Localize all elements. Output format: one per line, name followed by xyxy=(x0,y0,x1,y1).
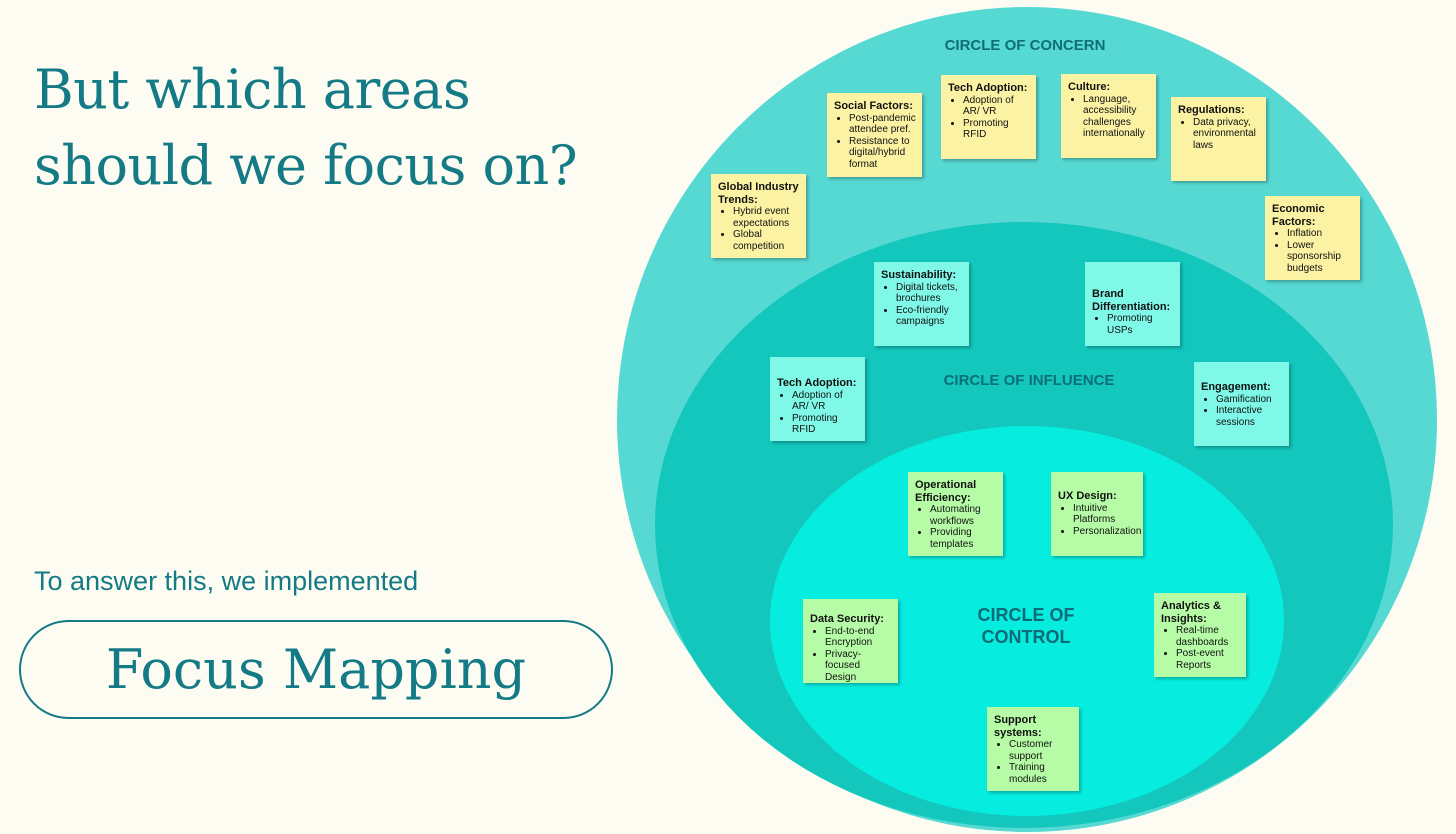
note-title: Engagement: xyxy=(1201,381,1271,393)
note-data-security: Data Security: End-to-end Encryption Pri… xyxy=(803,599,898,683)
note-title: Data Security: xyxy=(810,613,884,625)
focus-mapping-pill: Focus Mapping xyxy=(19,620,613,719)
note-title: Operational Efficiency: xyxy=(915,479,977,504)
note-list: Intuitive Platforms Personalization xyxy=(1058,503,1141,538)
note-item: Customer support xyxy=(1009,739,1073,762)
note-tech-adoption-concern: Tech Adoption: Adoption of AR/ VR Promot… xyxy=(941,75,1036,159)
note-item: Inflation xyxy=(1287,228,1354,240)
note-list: Gamification Interactive sessions xyxy=(1201,394,1283,429)
note-item: Training modules xyxy=(1009,762,1073,785)
note-title: Analytics & Insights: xyxy=(1161,600,1221,625)
note-item: Adoption of AR/ VR xyxy=(792,390,859,413)
note-tech-adoption-influence: Tech Adoption: Adoption of AR/ VR Promot… xyxy=(770,357,865,441)
note-item: Real-time dashboards xyxy=(1176,625,1240,648)
note-engagement: Engagement: Gamification Interactive ses… xyxy=(1194,362,1289,446)
note-list: Adoption of AR/ VR Promoting RFID xyxy=(948,95,1030,141)
note-economic-factors: Economic Factors: Inflation Lower sponso… xyxy=(1265,196,1360,280)
note-sustainability: Sustainability: Digital tickets, brochur… xyxy=(874,262,969,346)
note-regulations: Regulations: Data privacy, environmental… xyxy=(1171,97,1266,181)
note-list: Digital tickets, brochures Eco-friendly … xyxy=(881,282,963,328)
note-item: Eco-friendly campaigns xyxy=(896,305,963,328)
circle-of-concern-label: CIRCLE OF CONCERN xyxy=(944,37,1106,54)
note-item: End-to-end Encryption xyxy=(825,626,892,649)
note-list: Post-pandemic attendee pref. Resistance … xyxy=(834,113,916,171)
note-item: Promoting RFID xyxy=(792,413,859,436)
focus-mapping-label: Focus Mapping xyxy=(105,638,527,701)
note-title: Culture: xyxy=(1068,81,1111,93)
note-operational-efficiency: Operational Efficiency: Automating workf… xyxy=(908,472,1003,556)
page-headline: But which areas should we focus on? xyxy=(34,52,578,204)
note-item: Interactive sessions xyxy=(1216,405,1283,428)
note-support-systems: Support systems: Customer support Traini… xyxy=(987,707,1079,791)
circle-of-influence-label: CIRCLE OF INFLUENCE xyxy=(943,372,1115,389)
circle-of-control-label-line-1: CIRCLE OF xyxy=(977,605,1075,625)
note-ux-design: UX Design: Intuitive Platforms Personali… xyxy=(1051,472,1143,556)
note-item: Automating workflows xyxy=(930,504,997,527)
note-title: UX Design: xyxy=(1058,490,1117,502)
note-analytics-insights: Analytics & Insights: Real-time dashboar… xyxy=(1154,593,1246,677)
note-item: Gamification xyxy=(1216,394,1283,406)
note-title: Support systems: xyxy=(994,714,1042,739)
headline-line-1: But which areas xyxy=(34,58,471,121)
note-list: Inflation Lower sponsorship budgets xyxy=(1272,228,1354,274)
note-global-industry-trends: Global Industry Trends: Hybrid event exp… xyxy=(711,174,806,258)
note-list: Language, accessibility challenges inter… xyxy=(1068,94,1150,140)
note-title: Economic Factors: xyxy=(1272,203,1325,228)
note-item: Lower sponsorship budgets xyxy=(1287,240,1354,275)
note-title: Tech Adoption: xyxy=(777,377,857,389)
note-item: Post-event Reports xyxy=(1176,648,1240,671)
note-item: Language, accessibility challenges inter… xyxy=(1083,94,1150,140)
note-item: Providing templates xyxy=(930,527,997,550)
note-title: Social Factors: xyxy=(834,100,913,112)
note-item: Global competition xyxy=(733,229,800,252)
circle-of-control-label: CIRCLE OF CONTROL xyxy=(926,604,1126,648)
note-list: Automating workflows Providing templates xyxy=(915,504,997,550)
note-item: Digital tickets, brochures xyxy=(896,282,963,305)
note-item: Privacy-focused Design xyxy=(825,649,892,684)
note-brand-differentiation: Brand Differentiation: Promoting USPs xyxy=(1085,262,1180,346)
note-title: Tech Adoption: xyxy=(948,82,1028,94)
note-item: Resistance to digital/hybrid format xyxy=(849,136,916,171)
note-item: Data privacy, environmental laws xyxy=(1193,117,1260,152)
note-list: Adoption of AR/ VR Promoting RFID xyxy=(777,390,859,436)
circle-of-control-label-line-2: CONTROL xyxy=(981,627,1071,647)
note-item: Intuitive Platforms xyxy=(1073,503,1137,526)
note-item: Promoting USPs xyxy=(1107,313,1174,336)
note-title: Sustainability: xyxy=(881,269,957,281)
note-social-factors: Social Factors: Post-pandemic attendee p… xyxy=(827,93,922,177)
note-list: Promoting USPs xyxy=(1092,313,1174,336)
headline-line-2: should we focus on? xyxy=(34,134,578,197)
note-list: End-to-end Encryption Privacy-focused De… xyxy=(810,626,892,684)
note-list: Customer support Training modules xyxy=(994,739,1073,785)
note-title: Regulations: xyxy=(1178,104,1245,116)
note-item: Adoption of AR/ VR xyxy=(963,95,1030,118)
note-list: Hybrid event expectations Global competi… xyxy=(718,206,800,252)
note-item: Promoting RFID xyxy=(963,118,1030,141)
note-title: Brand Differentiation: xyxy=(1092,288,1171,313)
note-item: Personalization xyxy=(1073,526,1141,538)
note-title: Global Industry Trends: xyxy=(718,181,799,206)
note-item: Hybrid event expectations xyxy=(733,206,800,229)
note-culture: Culture: Language, accessibility challen… xyxy=(1061,74,1156,158)
note-list: Real-time dashboards Post-event Reports xyxy=(1161,625,1240,671)
note-list: Data privacy, environmental laws xyxy=(1178,117,1260,152)
note-item: Post-pandemic attendee pref. xyxy=(849,113,916,136)
intro-text: To answer this, we implemented xyxy=(34,566,419,596)
